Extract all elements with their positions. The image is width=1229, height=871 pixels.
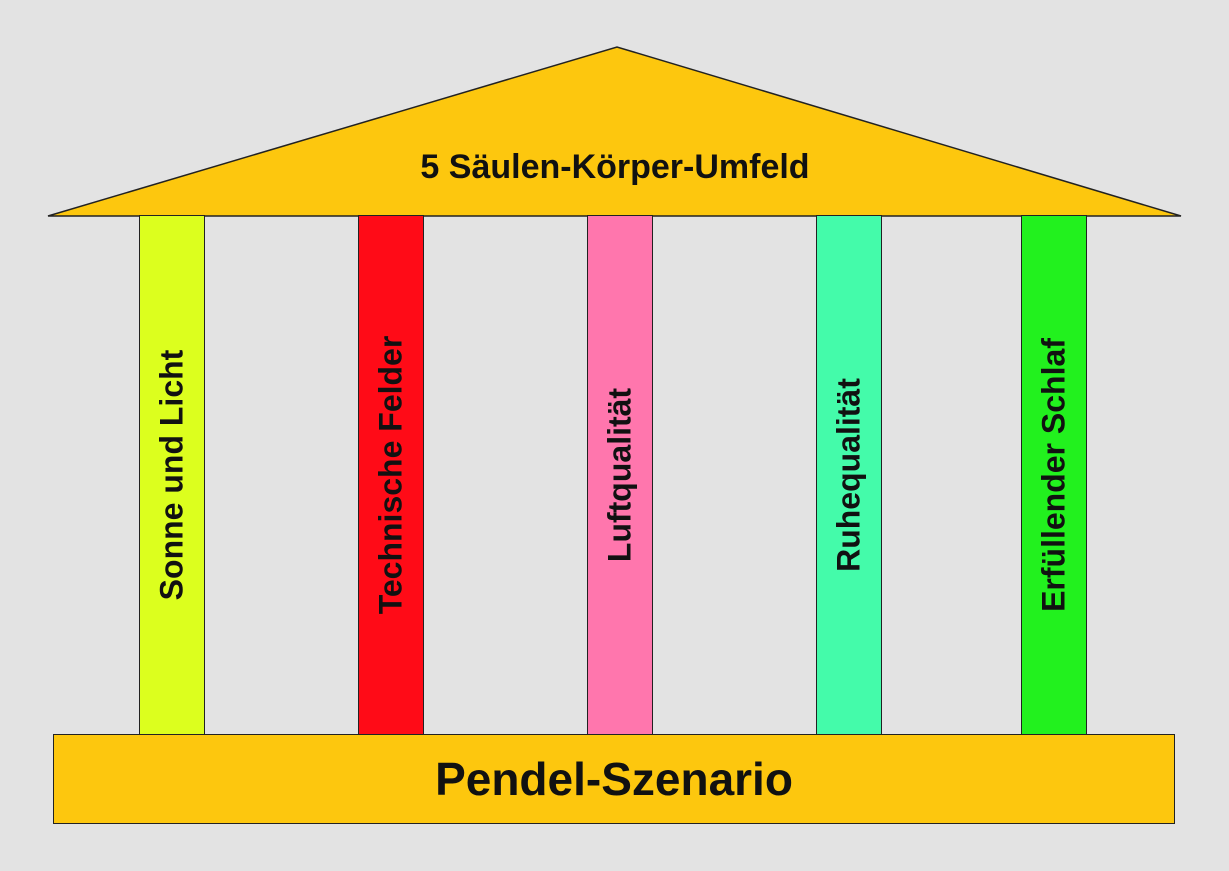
pillar-label: Sonne und Licht: [153, 349, 190, 601]
pillar-label: Ruhequalität: [830, 378, 867, 572]
base-platform: Pendel-Szenario: [53, 734, 1175, 824]
pillar-label: Technische Felder: [372, 335, 409, 615]
roof-title: 5 Säulen-Körper-Umfeld: [420, 148, 810, 186]
pillar-sonne-und-licht: Sonne und Licht: [139, 215, 205, 735]
pillar-ruhequalitaet: Ruhequalität: [816, 215, 882, 735]
pillar-technische-felder: Technische Felder: [358, 215, 424, 735]
pillar-label: Luftqualität: [601, 387, 638, 563]
base-label: Pendel-Szenario: [435, 753, 793, 805]
pillar-luftqualitaet: Luftqualität: [587, 215, 653, 735]
pillar-erfuellender-schlaf: Erfüllender Schlaf: [1021, 215, 1087, 735]
pillar-label: Erfüllender Schlaf: [1035, 338, 1072, 612]
